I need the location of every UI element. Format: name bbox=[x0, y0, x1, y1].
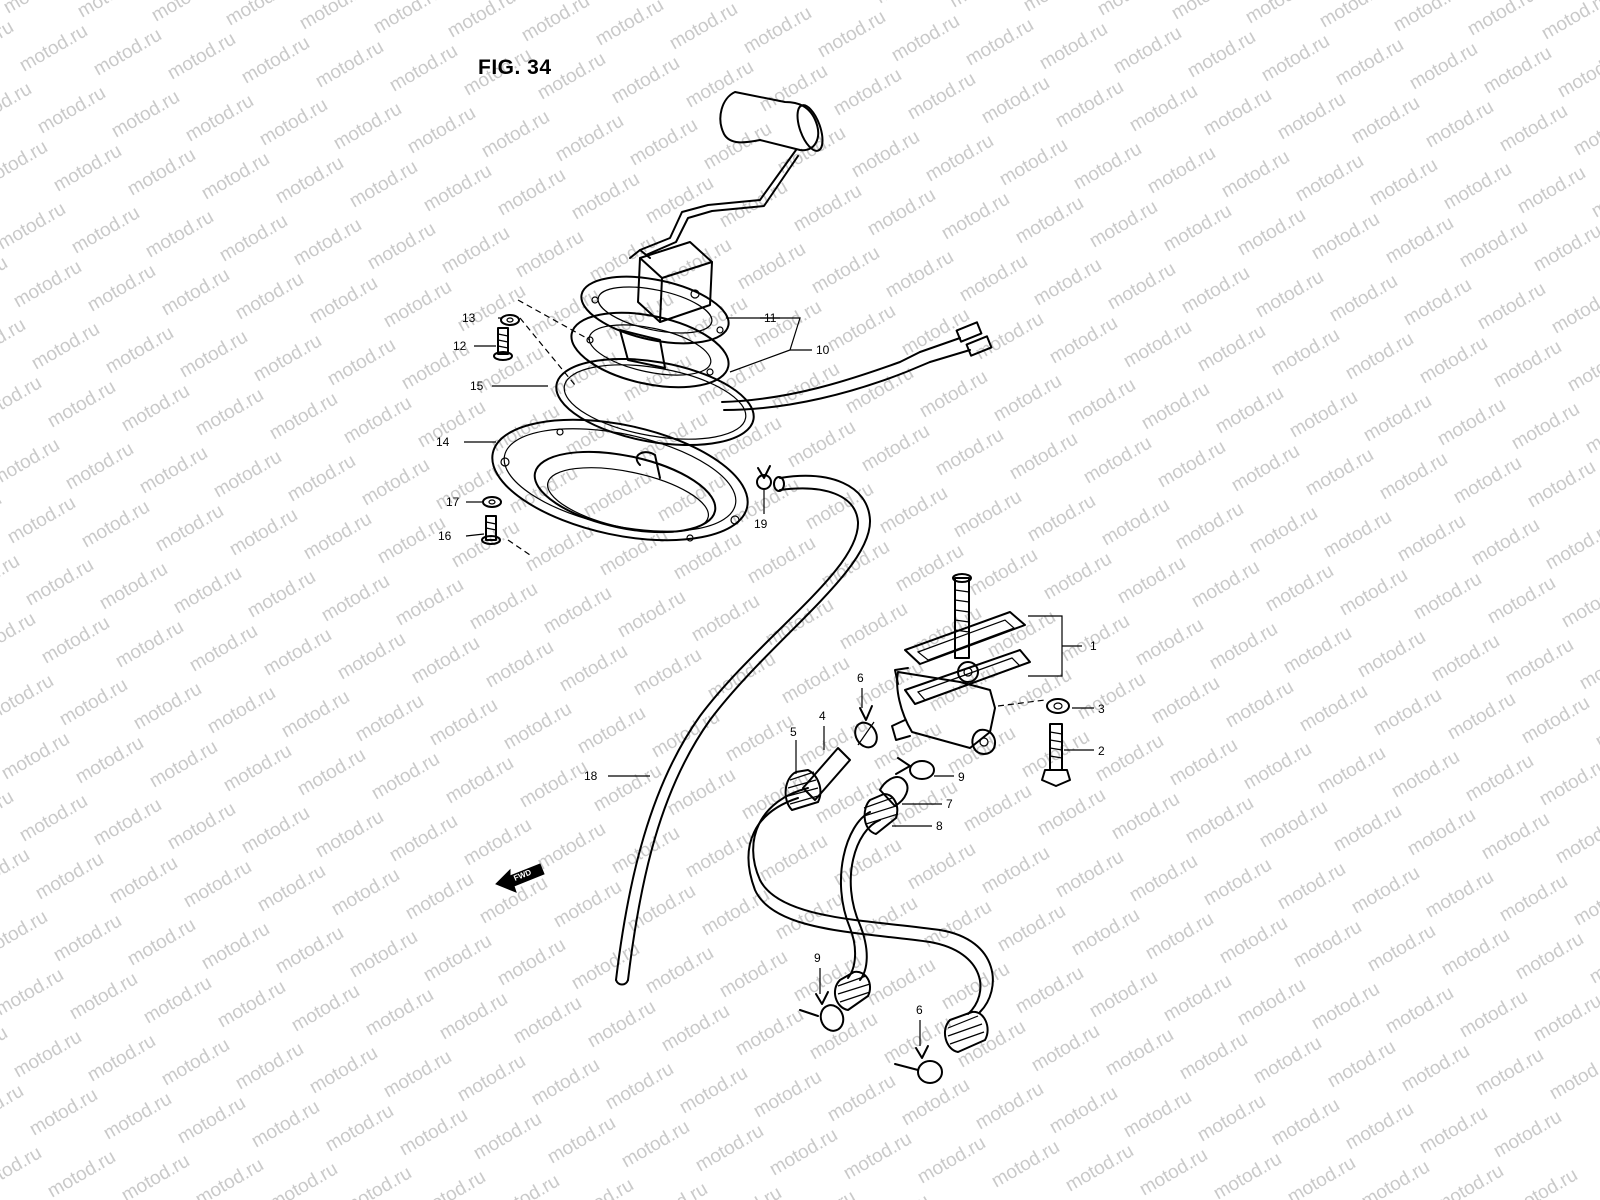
washer-17 bbox=[482, 496, 502, 508]
screw-12 bbox=[493, 327, 513, 361]
callout-9-lower: 9 bbox=[814, 951, 821, 965]
hose-clip-19 bbox=[756, 465, 772, 490]
washer-13 bbox=[500, 314, 520, 326]
fuel-hose-7 bbox=[839, 776, 909, 981]
bolt-2 bbox=[1041, 723, 1071, 787]
breather-hose-18 bbox=[615, 474, 872, 986]
assembly-guide-lines bbox=[507, 299, 591, 556]
callout-12: 12 bbox=[453, 339, 467, 353]
figure-title: FIG. 34 bbox=[478, 56, 552, 79]
leader-lines bbox=[464, 317, 1094, 1046]
forward-direction-arrow: FWD bbox=[495, 863, 545, 893]
hose-clip-6-upper bbox=[854, 705, 878, 749]
callout-18: 18 bbox=[584, 769, 598, 783]
callout-4: 4 bbox=[819, 709, 826, 723]
washer-3 bbox=[997, 698, 1070, 714]
sender-wire-harness bbox=[721, 321, 993, 411]
callout-6-upper: 6 bbox=[857, 671, 864, 685]
callout-8: 8 bbox=[936, 819, 943, 833]
callout-6-lower: 6 bbox=[916, 1003, 923, 1017]
callout-16: 16 bbox=[438, 529, 452, 543]
hose-spring-5 bbox=[784, 769, 989, 1053]
tank-flange-14 bbox=[491, 418, 749, 542]
callout-3: 3 bbox=[1098, 702, 1105, 716]
fuel-cock-1 bbox=[891, 573, 1031, 755]
callout-11: 11 bbox=[764, 311, 777, 325]
screw-16 bbox=[481, 515, 501, 545]
fuel-level-float bbox=[639, 91, 824, 256]
callout-1: 1 bbox=[1090, 639, 1097, 653]
o-ring-15 bbox=[555, 357, 755, 447]
sender-gasket-11 bbox=[580, 275, 730, 345]
callout-10: 10 bbox=[816, 343, 830, 357]
callout-5: 5 bbox=[790, 725, 797, 739]
callout-15: 15 bbox=[470, 379, 484, 393]
callout-17: 17 bbox=[446, 495, 460, 509]
hose-clip-9-lower bbox=[799, 991, 845, 1032]
callout-13: 13 bbox=[462, 311, 476, 325]
callout-14: 14 bbox=[436, 435, 450, 449]
callout-9-upper: 9 bbox=[958, 770, 965, 784]
callout-7: 7 bbox=[946, 797, 953, 811]
hose-clip-9-upper bbox=[895, 757, 935, 780]
hose-clip-6-lower bbox=[894, 1045, 943, 1084]
callout-labels: 1 2 3 4 5 6 6 7 8 9 9 10 11 12 13 14 15 … bbox=[436, 311, 1105, 1017]
callout-2: 2 bbox=[1098, 744, 1105, 758]
sender-plate-10 bbox=[570, 311, 730, 389]
callout-19: 19 bbox=[754, 517, 768, 531]
hose-spring-8 bbox=[833, 793, 899, 1011]
